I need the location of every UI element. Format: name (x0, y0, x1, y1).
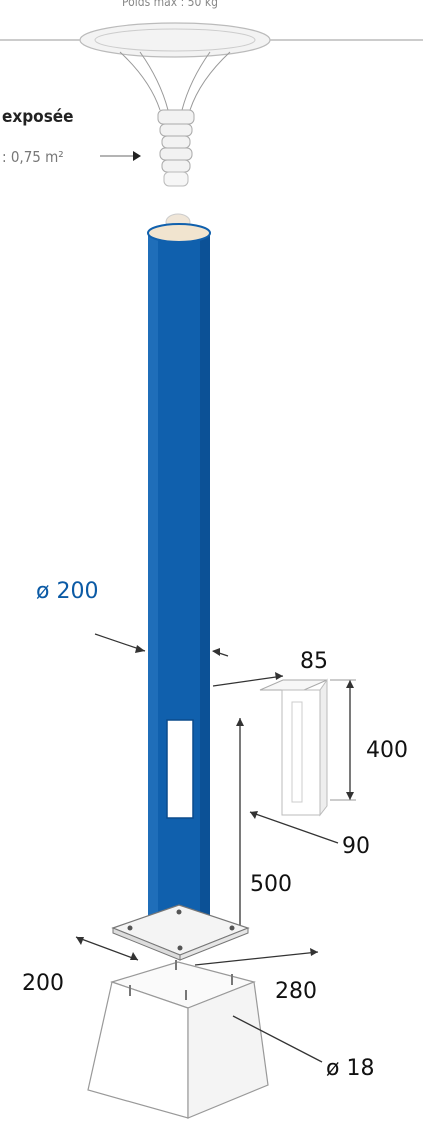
exposed-arrow (100, 151, 141, 161)
luminaire (0, 22, 423, 231)
door-depth-arrow (249, 811, 339, 844)
top-caption: Poids max : 50 kg (122, 0, 218, 9)
dimension-door-elevation: 500 (250, 872, 292, 897)
dimension-pole-diameter: ø 200 (36, 579, 98, 604)
dimension-door-height: 400 (366, 738, 408, 763)
door-panel (259, 678, 328, 817)
pole (147, 223, 211, 933)
exposed-surface-label: exposée (2, 107, 74, 127)
foundation-block (87, 960, 269, 1119)
base-depth-arrow (194, 948, 319, 966)
lamp-socket (157, 109, 195, 187)
door-height-arrow (330, 679, 356, 801)
dimension-base-depth: 280 (275, 979, 317, 1004)
door-width-arrow (212, 672, 284, 687)
dimension-door-depth: 90 (342, 834, 370, 859)
base-width-arrow (75, 936, 139, 961)
dimension-anchor-diameter: ø 18 (326, 1056, 374, 1081)
anchor-leader (232, 1015, 323, 1063)
door-opening (166, 719, 194, 819)
dimension-base-width: 200 (22, 971, 64, 996)
dimension-door-width: 85 (300, 649, 328, 674)
diameter-arrows (94, 633, 229, 657)
base-plate (111, 904, 250, 961)
exposed-surface-value: : 0,75 m² (2, 148, 64, 166)
elevation-arrow (236, 718, 244, 935)
